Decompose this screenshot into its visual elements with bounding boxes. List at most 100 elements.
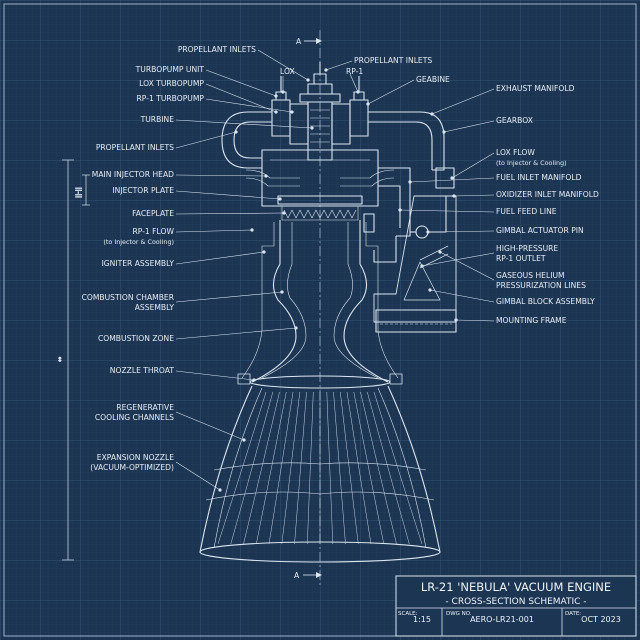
- leader-dot: [262, 250, 266, 254]
- leader-line: [175, 229, 253, 233]
- exhaust-loop-outer: [368, 111, 445, 171]
- dwg-value: AERO-LR21-001: [470, 615, 534, 624]
- leader-line: [257, 49, 309, 81]
- leader-line: [175, 461, 221, 491]
- cooling-channel: [281, 391, 301, 545]
- leader-dot: [278, 197, 282, 201]
- exhaust-loop-inner: [368, 121, 433, 170]
- leader-dot: [450, 176, 454, 180]
- leader-line: [431, 88, 495, 115]
- leader-line: [409, 177, 495, 183]
- leader-line: [325, 60, 353, 71]
- leader-line: [175, 327, 297, 340]
- leader-line: [205, 69, 277, 97]
- label-expansion-nozzle: EXPANSION NOZZLE: [97, 453, 174, 462]
- label-lox-turbopump: LOX TURBOPUMP: [139, 79, 204, 88]
- label-cooling-channels: COOLING CHANNELS: [95, 413, 174, 422]
- leader-line: [443, 120, 495, 133]
- cooling-channel: [353, 391, 385, 545]
- label-igniter-assembly: IGNITER ASSEMBLY: [102, 259, 175, 268]
- leader-line: [429, 289, 495, 303]
- label-faceplate: FACEPLATE: [132, 209, 174, 218]
- regenerative-cooling-channel-set: [217, 391, 423, 545]
- leader-dot: [274, 110, 278, 114]
- leader-line: [399, 209, 495, 213]
- svg-text:↔: ↔: [56, 356, 64, 362]
- leader-dot: [264, 174, 268, 178]
- label-oxidizer-inlet-manifold: OXIDIZER INLET MANIFOLD: [496, 190, 599, 199]
- label-high-pressure: HIGH-PRESSURE: [496, 244, 558, 253]
- cooling-channel: [230, 391, 274, 545]
- cooling-channel: [217, 391, 267, 545]
- drawing-subtitle: - CROSS-SECTION SCHEMATIC -: [445, 597, 586, 607]
- cooling-channel: [340, 391, 359, 545]
- label-combustion-chamber: COMBUSTION CHAMBER: [82, 293, 175, 302]
- cooling-channel: [307, 391, 314, 545]
- label-rp1-flow-note: (to Injector & Cooling): [103, 238, 174, 246]
- section-marker-top: A: [296, 37, 322, 46]
- leader-lines: [175, 49, 495, 492]
- label-gimbal-actuator-pin: GIMBAL ACTUATOR PIN: [496, 226, 584, 235]
- dwg-label: DWG NO.: [446, 611, 472, 617]
- cooling-channel: [373, 391, 423, 545]
- title-block: LR-21 'NEBULA' VACUUM ENGINE - CROSS-SEC…: [395, 575, 637, 637]
- label-combustion-zone: COMBUSTION ZONE: [98, 334, 174, 343]
- leader-dot: [306, 78, 310, 82]
- leader-line: [453, 194, 495, 197]
- section-marker-bottom: A: [294, 571, 322, 580]
- nozzle-bell-outer: [199, 385, 441, 553]
- label-fuel-inlet-manifold: FUEL INLET MANIFOLD: [496, 173, 582, 182]
- leader-line: [175, 411, 245, 441]
- cooling-channel: [256, 391, 287, 545]
- label-combustion-chamber-2: ASSEMBLY: [135, 303, 175, 312]
- engine-body: [199, 62, 457, 563]
- label-turbopump-unit: TURBOPUMP UNIT: [135, 65, 205, 74]
- drawing-border: [3, 3, 637, 637]
- dimension-short: ||-||: [74, 174, 90, 206]
- leader-line: [175, 131, 237, 149]
- leader-line: [175, 251, 265, 265]
- leader-dot: [366, 102, 370, 106]
- combustion-chamber-outer: [251, 220, 389, 383]
- leader-dot: [428, 288, 432, 292]
- left-loop-outer: [221, 111, 272, 169]
- leader-dot: [218, 488, 222, 492]
- cooling-channel: [346, 391, 372, 545]
- label-rp1-turbopump: RP-1 TURBOPUMP: [137, 94, 205, 103]
- leader-dot: [408, 180, 412, 184]
- svg-text:A: A: [294, 571, 300, 580]
- label-rp1: RP-1: [346, 67, 363, 76]
- cooling-channel: [326, 391, 334, 545]
- label-mounting-frame: MOUNTING FRAME: [496, 316, 567, 325]
- cooling-channel: [243, 391, 280, 545]
- label-exhaust-manifold: EXHAUST MANIFOLD: [496, 84, 575, 93]
- label-gaseous-helium: GASEOUS HELIUM: [496, 271, 565, 280]
- leader-dot: [250, 228, 254, 232]
- label-propellant-inlets-top: PROPELLANT INLETS: [178, 45, 256, 54]
- scale-label: SCALE:: [398, 611, 418, 617]
- leader-dot: [398, 208, 402, 212]
- svg-text:||-||: ||-||: [74, 187, 82, 198]
- leader-line: [455, 319, 495, 322]
- label-injector-plate: INJECTOR PLATE: [112, 186, 174, 195]
- injector-flow-lines: [245, 169, 395, 187]
- leader-line: [175, 212, 285, 215]
- leader-dot: [290, 110, 294, 114]
- leader-dot: [280, 290, 284, 294]
- leader-line: [427, 230, 495, 233]
- cooling-channel: [367, 391, 410, 545]
- leader-line: [175, 174, 267, 177]
- svg-text:A: A: [296, 37, 302, 46]
- dimension-long: ↔: [56, 159, 74, 561]
- cooling-channel: [294, 391, 307, 545]
- leader-dot: [438, 250, 442, 254]
- leader-dot: [242, 438, 246, 442]
- cooling-channel: [333, 391, 346, 545]
- leader-dot: [281, 90, 285, 94]
- combustion-chamber-inner: [261, 222, 379, 379]
- label-propellant-inlets-left: PROPELLANT INLETS: [96, 143, 174, 152]
- leader-line: [367, 79, 415, 105]
- left-loop-inner: [233, 121, 272, 159]
- leader-dot: [442, 130, 446, 134]
